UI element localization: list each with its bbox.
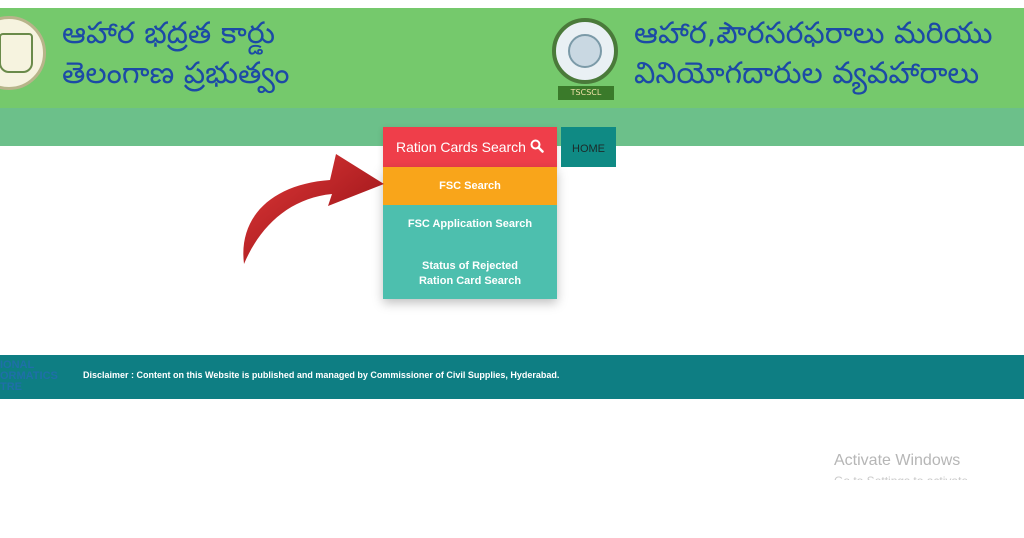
department-title-telugu: ఆహార,పౌరసరఫరాలు మరియు వినియోగదారుల వ్యవహ… — [634, 14, 993, 94]
title-line-2: తెలంగాణ ప్రభుత్వం — [62, 56, 290, 91]
site-header: ఆహార భద్రత కార్డు తెలంగాణ ప్రభుత్వం TSCS… — [0, 8, 1024, 108]
nic-logo: IONAL ORMATICS TRE — [0, 359, 58, 393]
site-title-telugu: ఆహార భద్రత కార్డు తెలంగాణ ప్రభుత్వం — [62, 14, 289, 94]
title-line-1: ఆహార భద్రత కార్డు — [62, 16, 275, 51]
activate-windows-subtitle: Go to Settings to activate Windows. — [834, 475, 1014, 480]
department-line-2: వినియోగదారుల వ్యవహారాలు — [634, 56, 980, 91]
department-line-1: ఆహార,పౌరసరఫరాలు మరియు — [634, 16, 993, 51]
emblem-ribbon: TSCSCL — [558, 86, 614, 100]
home-button[interactable]: HOME — [561, 127, 616, 167]
civil-supplies-emblem-icon — [552, 18, 618, 84]
activate-windows-title: Activate Windows — [834, 452, 961, 469]
ration-cards-search-label: Ration Cards Search — [396, 139, 526, 155]
telangana-emblem-icon — [0, 16, 46, 90]
fsc-search-item[interactable]: FSC Search — [383, 167, 557, 205]
rejected-label-line-2: Ration Card Search — [418, 275, 522, 287]
rejected-ration-card-search-item[interactable]: Status of Rejected Ration Card Search — [383, 243, 557, 299]
fsc-application-search-item[interactable]: FSC Application Search — [383, 205, 557, 243]
disclaimer-text: Disclaimer : Content on this Website is … — [83, 370, 560, 380]
rejected-label-line-1: Status of Rejected — [422, 260, 518, 272]
red-arrow-icon — [238, 146, 388, 275]
ration-cards-search-button[interactable]: Ration Cards Search — [383, 127, 557, 167]
search-icon — [530, 128, 544, 168]
site-footer: IONAL ORMATICS TRE Disclaimer : Content … — [0, 355, 1024, 399]
ration-search-dropdown: FSC Search FSC Application Search Status… — [383, 167, 557, 299]
